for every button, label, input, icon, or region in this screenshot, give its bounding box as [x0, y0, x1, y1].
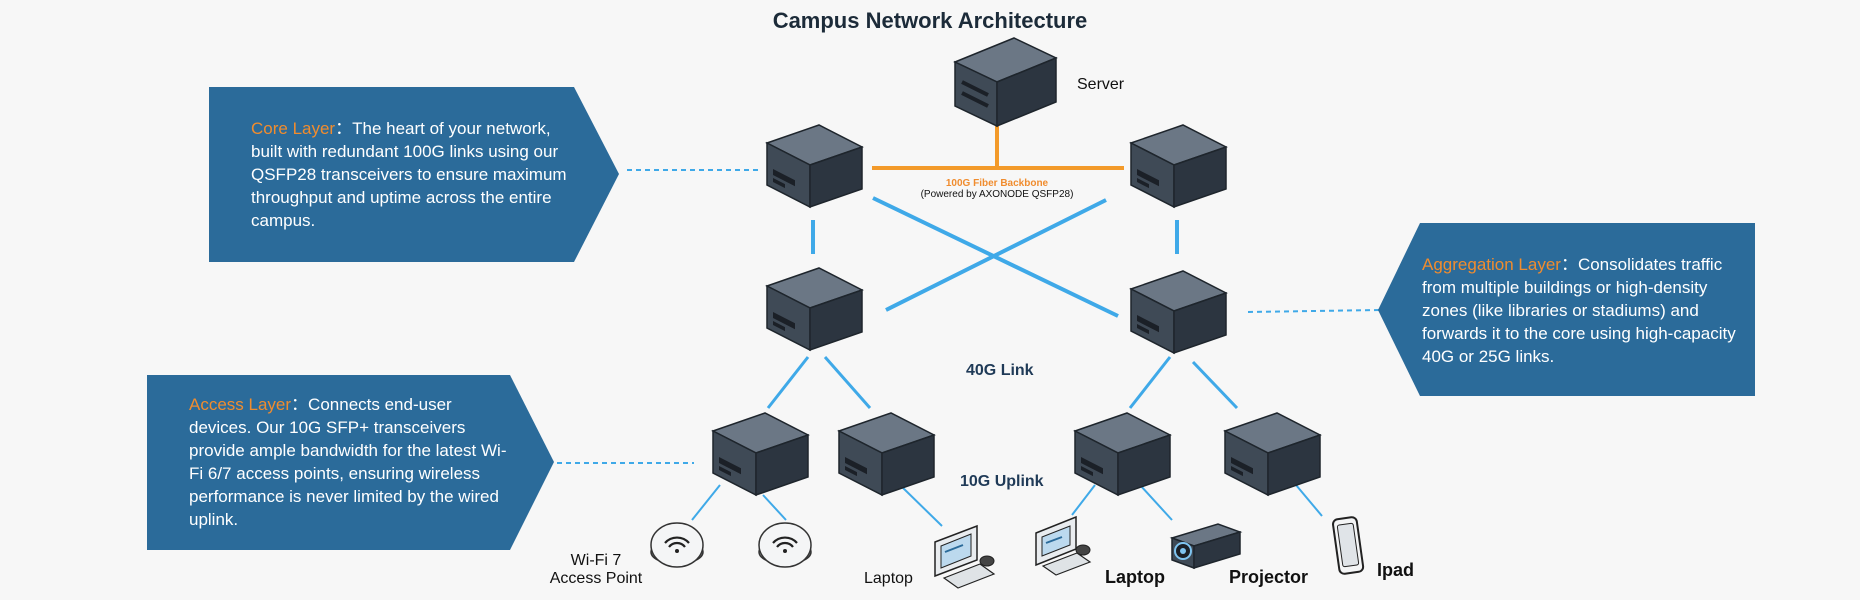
- laptop-label-2: Laptop: [1105, 567, 1165, 587]
- wifi-ap-label: Wi-Fi 7 Access Point: [541, 552, 651, 588]
- backbone-label-line1: 100G Fiber Backbone: [945, 178, 1049, 189]
- projector-icon: [1169, 523, 1243, 570]
- agg-switch-right-icon: [1130, 270, 1227, 354]
- access-device-link-1: [691, 484, 721, 521]
- access-layer-callout: Access Layer：Connects end-user devices. …: [147, 375, 554, 550]
- core-switch-right-icon: [1130, 124, 1227, 208]
- access-layer-body: Connects end-user devices. Our 10G SFP+ …: [189, 395, 507, 529]
- access-device-link-4: [1071, 484, 1096, 516]
- link-40g-label: 40G Link: [966, 362, 1034, 379]
- desktop-computer-icon: [1035, 515, 1092, 576]
- agg-access-link-4: [1191, 360, 1239, 410]
- access-callout-shape: [147, 375, 554, 550]
- core-layer-heading: Core Layer: [251, 119, 336, 138]
- core-callout-shape: [209, 87, 619, 262]
- wifi-ap-label-line1: Wi-Fi 7: [570, 552, 622, 569]
- wifi-access-point-icon: [758, 522, 812, 568]
- aggregation-layer-callout: Aggregation Layer：Consolidates traffic f…: [1378, 223, 1755, 396]
- access-switch-1-icon: [712, 412, 809, 496]
- cross-link-b: [885, 198, 1107, 312]
- laptop-label-1: Laptop: [864, 570, 913, 587]
- agg-access-link-2: [823, 356, 872, 409]
- desktop-computer-icon: [934, 524, 996, 589]
- access-device-link-6: [1295, 484, 1323, 517]
- projector-label: Projector: [1229, 567, 1309, 587]
- wifi-ap-label-line2: Access Point: [549, 570, 643, 587]
- tablet-icon: [1332, 516, 1365, 575]
- aggregation-layer-sep: ：: [1560, 255, 1578, 274]
- ipad-label: Ipad: [1377, 560, 1415, 580]
- core-switch-left-icon: [766, 124, 863, 208]
- agg-access-link-1: [766, 356, 810, 409]
- agg-access-link-3: [1128, 356, 1172, 409]
- wifi-access-point-icon: [650, 522, 704, 568]
- core-layer-callout: Core Layer：The heart of your network, bu…: [209, 87, 619, 262]
- access-switch-4-icon: [1224, 412, 1321, 496]
- access-device-link-2: [762, 494, 787, 521]
- aggregation-callout-shape: [1378, 223, 1755, 396]
- access-device-link-3: [899, 484, 943, 527]
- agg-switch-left-icon: [766, 267, 863, 351]
- backbone-label-line2: (Powered by AXONODE QSFP28): [920, 189, 1074, 200]
- server-icon: [953, 37, 1058, 128]
- access-switch-2-icon: [838, 412, 935, 496]
- access-switch-3-icon: [1074, 412, 1171, 496]
- backbone-label: 100G Fiber Backbone (Powered by AXONODE …: [897, 178, 1097, 200]
- aggregation-layer-body: Consolidates traffic from multiple build…: [1422, 255, 1736, 366]
- core-layer-body: The heart of your network, built with re…: [251, 119, 567, 230]
- core-layer-sep: ：: [335, 119, 353, 138]
- page-title: Campus Network Architecture: [772, 8, 1088, 33]
- aggregation-layer-heading: Aggregation Layer: [1422, 255, 1561, 274]
- uplink-10g-label: 10G Uplink: [960, 473, 1044, 490]
- aggregation-leader-line: [1247, 309, 1381, 313]
- access-layer-heading: Access Layer: [189, 395, 292, 414]
- access-device-link-5: [1139, 484, 1173, 521]
- server-label: Server: [1077, 76, 1125, 93]
- access-layer-sep: ：: [291, 395, 309, 414]
